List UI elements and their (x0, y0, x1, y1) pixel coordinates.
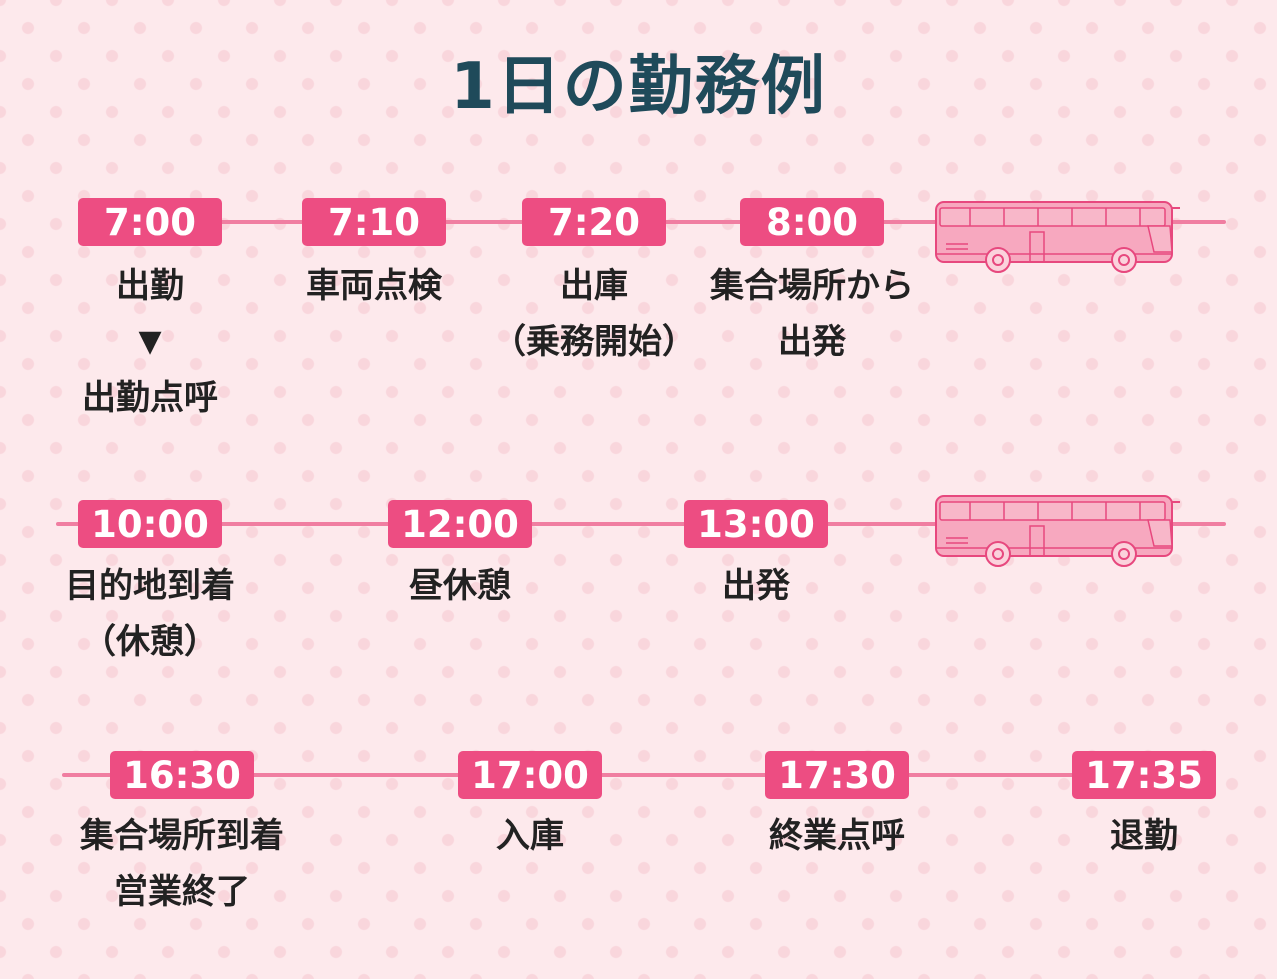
time-badge: 8:00 (740, 198, 884, 246)
event-label: 昼休憩 (330, 558, 590, 614)
time-badge: 16:30 (110, 751, 254, 799)
event-label: 目的地到着 （休憩） (20, 558, 280, 670)
event-label: 入庫 (400, 808, 660, 864)
time-badge: 17:00 (458, 751, 602, 799)
event-label: 終業点呼 (707, 808, 967, 864)
time-badge: 12:00 (388, 500, 532, 548)
event-label: 退勤 (1014, 808, 1274, 864)
time-badge: 7:20 (522, 198, 666, 246)
bus-icon (934, 490, 1182, 570)
time-badge: 10:00 (78, 500, 222, 548)
event-label: 集合場所到着 営業終了 (52, 808, 312, 920)
bus-icon (934, 196, 1182, 276)
event-label: 集合場所から 出発 (682, 258, 942, 370)
event-label: 出発 (626, 558, 886, 614)
time-badge: 17:30 (765, 751, 909, 799)
page-title: 1日の勤務例 (0, 42, 1277, 132)
time-badge: 13:00 (684, 500, 828, 548)
time-badge: 7:00 (78, 198, 222, 246)
time-badge: 7:10 (302, 198, 446, 246)
time-badge: 17:35 (1072, 751, 1216, 799)
arrow-down-icon: ▼ (20, 314, 280, 370)
event-label: 出勤 ▼ 出勤点呼 (20, 258, 280, 426)
